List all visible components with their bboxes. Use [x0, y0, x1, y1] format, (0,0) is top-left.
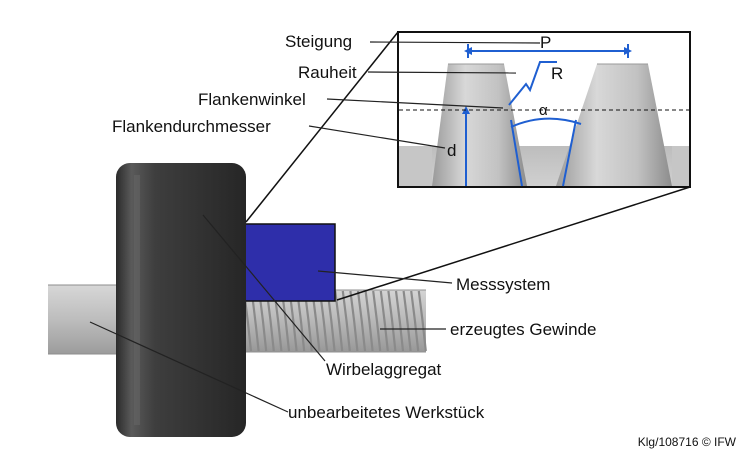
- thread-ridge: [356, 290, 367, 352]
- label-steigung: Steigung: [285, 32, 352, 51]
- symbol-angle: α: [539, 102, 548, 119]
- detail-annotations: [462, 44, 632, 187]
- thread-ridge: [364, 290, 374, 352]
- image-credit: Klg/108716 © IFW: [638, 435, 737, 449]
- label-rauheit: Rauheit: [298, 63, 357, 82]
- roughness-symbol: [508, 61, 557, 106]
- flank-angle-arc: [510, 117, 582, 128]
- thread-detail-inset: [397, 31, 691, 188]
- symbol-pitch: P: [540, 33, 551, 52]
- thread-ridge: [379, 290, 389, 352]
- label-wirbelaggregat: Wirbelaggregat: [326, 360, 442, 379]
- symbol-diameter: d: [447, 141, 456, 160]
- thread-ridge: [334, 290, 344, 352]
- label-messsystem: Messsystem: [456, 275, 550, 294]
- measuring-system-block: [243, 223, 336, 302]
- leader-lines: [89, 41, 541, 413]
- thread-ridge: [417, 290, 427, 352]
- flank-angle-line-left: [510, 119, 523, 187]
- thread-ridge: [394, 290, 405, 352]
- flank-angle-line-right: [562, 119, 577, 187]
- thread-ridge: [372, 290, 382, 352]
- label-erzeugtes-gewinde: erzeugtes Gewinde: [450, 320, 596, 339]
- symbol-roughness: R: [551, 64, 563, 83]
- detail-connector-lines: [245, 31, 691, 301]
- thread-ridge: [341, 290, 351, 352]
- thread-ridge: [387, 290, 397, 352]
- thread-ridge: [410, 290, 420, 352]
- label-flankenwinkel: Flankenwinkel: [198, 90, 306, 109]
- whirling-unit: [116, 163, 246, 437]
- thread-ridge: [402, 290, 412, 352]
- label-flankendurchmesser: Flankendurchmesser: [112, 117, 271, 136]
- label-unbearbeitetes-werkstueck: unbearbeitetes Werkstück: [288, 403, 485, 422]
